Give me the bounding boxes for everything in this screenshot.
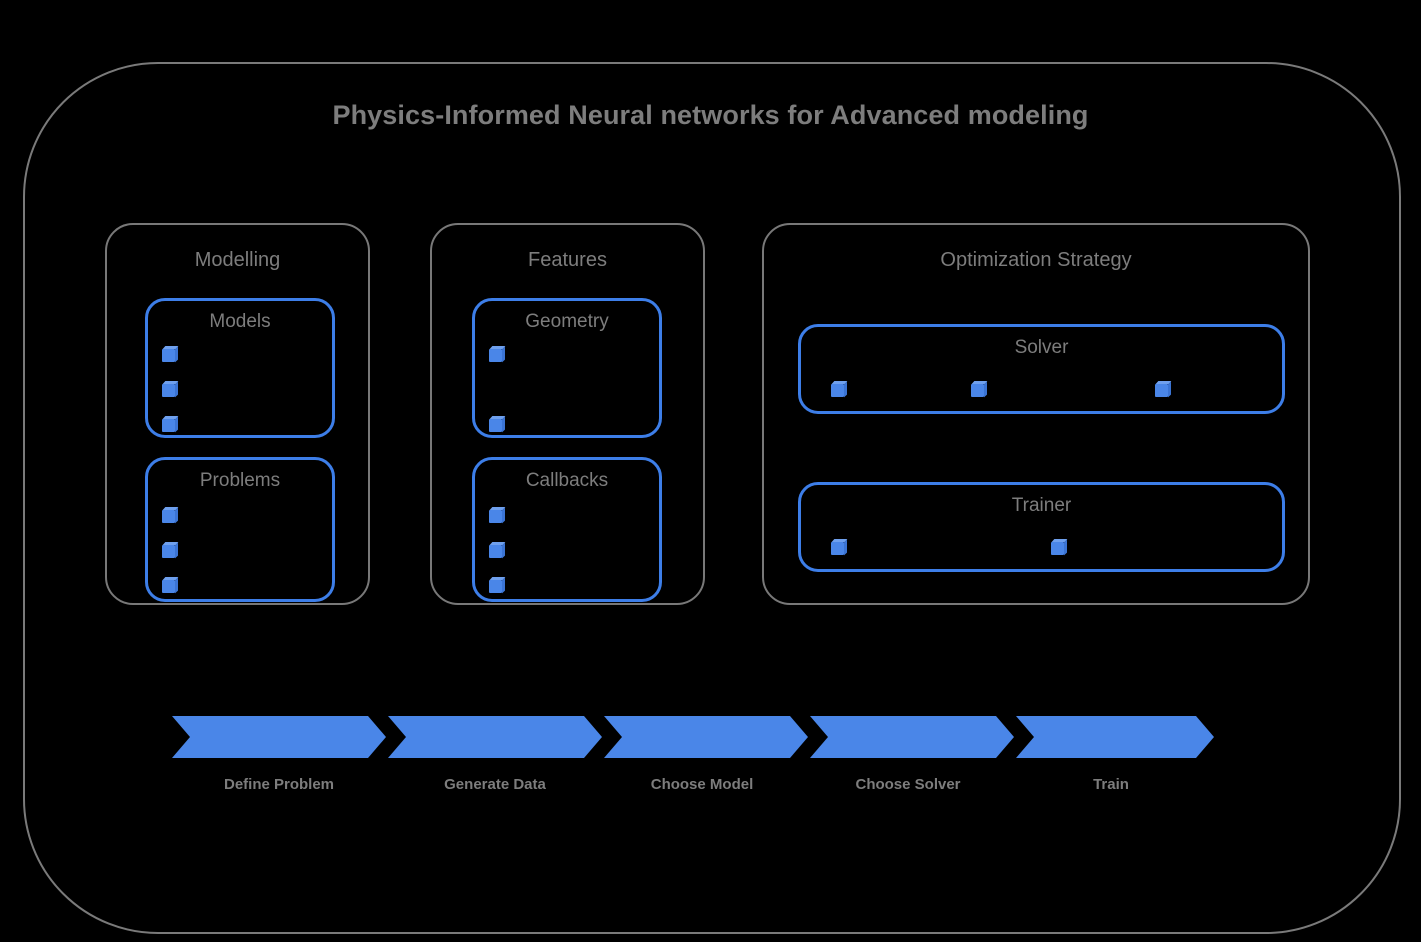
sub-box-problems[interactable]: Problems xyxy=(145,457,335,602)
sub-box-title-problems: Problems xyxy=(199,470,281,491)
cube-icon xyxy=(162,384,175,397)
workflow-pipeline: Define Problem Generate Data Choose Mode… xyxy=(172,716,1214,793)
pipeline-step-arrow[interactable] xyxy=(388,716,602,758)
pipeline-step-arrow[interactable] xyxy=(172,716,386,758)
cube-icon xyxy=(162,349,175,362)
cube-icon xyxy=(489,510,502,523)
pipeline-step-label: Choose Model xyxy=(650,776,754,793)
pipeline-step-arrow[interactable] xyxy=(810,716,1014,758)
cube-icon xyxy=(831,384,844,397)
group-title-optimization-strategy: Optimization Strategy xyxy=(940,249,1132,271)
group-title-modelling: Modelling xyxy=(194,249,281,271)
sub-box-title-models: Models xyxy=(209,311,271,332)
page-title: Physics-Informed Neural networks for Adv… xyxy=(332,100,1089,130)
sub-box-title-trainer: Trainer xyxy=(1011,495,1072,516)
cube-icon xyxy=(831,542,844,555)
cube-icon xyxy=(162,419,175,432)
pipeline-step-label: Define Problem xyxy=(223,776,335,793)
pipeline-step-label: Choose Solver xyxy=(855,776,961,793)
group-panel-features: Features xyxy=(430,223,705,605)
cube-icon xyxy=(1051,542,1064,555)
group-title-features: Features xyxy=(528,249,607,271)
pipeline-step-label: Train xyxy=(1093,776,1129,793)
cube-icon xyxy=(162,580,175,593)
cube-icon xyxy=(489,545,502,558)
cube-icon xyxy=(489,419,502,432)
sub-box-trainer[interactable]: Trainer xyxy=(798,482,1285,572)
cube-icon xyxy=(1155,384,1168,397)
sub-box-title-geometry: Geometry xyxy=(525,311,609,332)
cube-icon xyxy=(971,384,984,397)
cube-icon xyxy=(162,510,175,523)
pipeline-step-label: Generate Data xyxy=(444,776,546,793)
pipeline-step-arrow[interactable] xyxy=(604,716,808,758)
sub-box-solver[interactable]: Solver xyxy=(798,324,1285,414)
outer-frame xyxy=(23,62,1401,934)
sub-box-geometry[interactable]: Geometry xyxy=(472,298,662,438)
sub-box-title-solver: Solver xyxy=(1014,337,1069,358)
group-panel-modelling: Modelling xyxy=(105,223,370,605)
sub-box-callbacks[interactable]: Callbacks xyxy=(472,457,662,602)
sub-box-models[interactable]: Models xyxy=(145,298,335,438)
group-panel-optimization-strategy: Optimization Strategy xyxy=(762,223,1310,605)
cube-icon xyxy=(489,580,502,593)
cube-icon xyxy=(162,545,175,558)
pipeline-step-arrow[interactable] xyxy=(1016,716,1214,758)
sub-box-title-callbacks: Callbacks xyxy=(525,470,609,491)
cube-icon xyxy=(489,349,502,362)
